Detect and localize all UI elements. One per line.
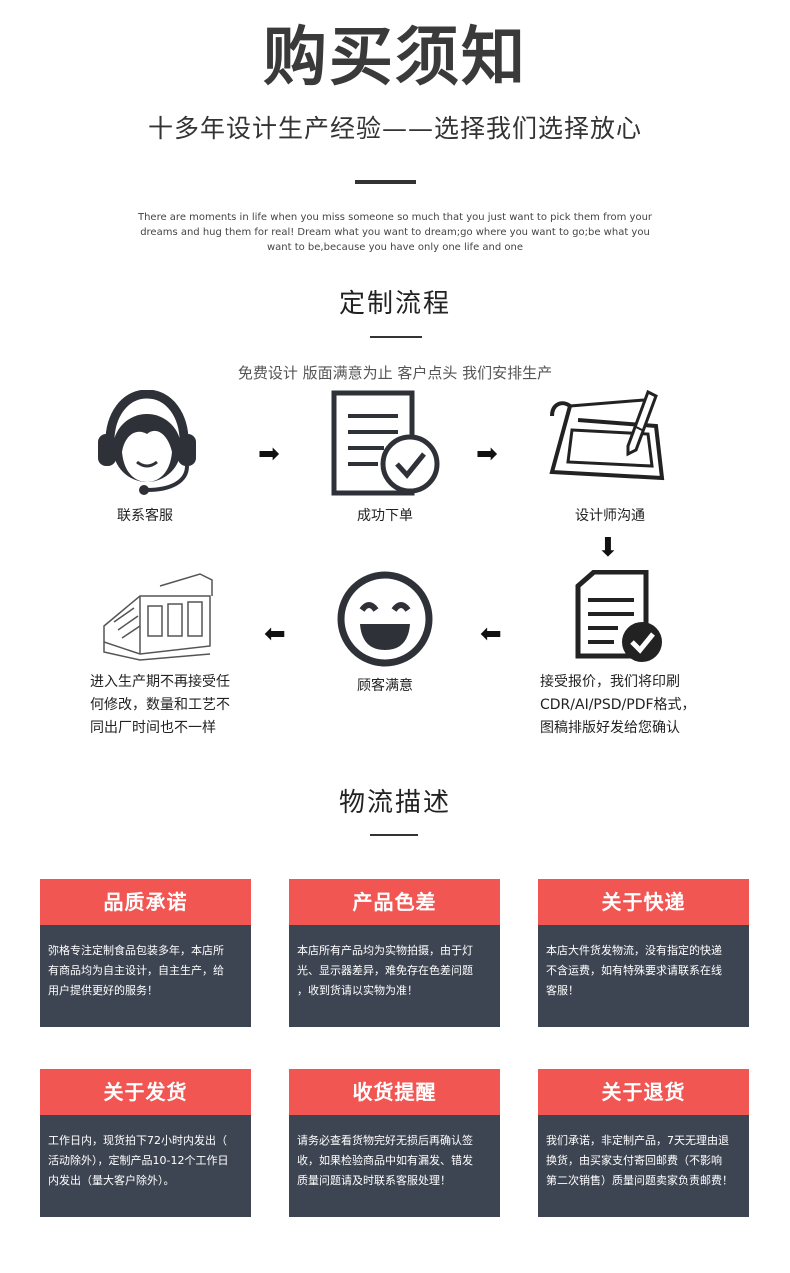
- quote-line: CDR/AI/PSD/PDF格式，: [540, 697, 696, 713]
- card-line: 有商品均为自主设计，自主生产，给: [48, 964, 224, 977]
- card-line: 不含运费，如有特殊要求请联系在线: [546, 964, 722, 977]
- document-check-icon: [328, 390, 442, 498]
- card-title: 关于快递: [538, 879, 749, 925]
- card-line: 质量问题请及时联系客服处理！: [297, 1174, 451, 1187]
- process-section-title: 定制流程: [338, 289, 451, 319]
- step-satisfied-label: 顾客满意: [357, 678, 413, 694]
- card-line: 用户提供更好的服务！: [48, 984, 158, 997]
- production-line: 何修改，数量和工艺不: [90, 697, 230, 713]
- card-line: 光、显示器差异，难免存在色差问题: [297, 964, 473, 977]
- page-subtitle: 十多年设计生产经验——选择我们选择放心: [147, 114, 642, 143]
- card-body: 我们承诺，非定制产品，7天无理由退 换货，由买家支付寄回邮费（不影响 第二次销售…: [538, 1115, 749, 1217]
- card-title: 产品色差: [289, 879, 500, 925]
- card-line: 请务必查看货物完好无损后再确认签: [297, 1134, 473, 1147]
- card-line: 本店大件货发物流，没有指定的快递: [546, 944, 722, 957]
- info-card-quality: 品质承诺 弥格专注定制食品包装多年，本店所 有商品均为自主设计，自主生产，给 用…: [40, 879, 251, 1027]
- info-card-receipt: 收货提醒 请务必查看货物完好无损后再确认签 收，如果检验商品中如有漏发、错发 质…: [289, 1069, 500, 1217]
- info-card-returns: 关于退货 我们承诺，非定制产品，7天无理由退 换货，由买家支付寄回邮费（不影响 …: [538, 1069, 749, 1217]
- card-body: 本店所有产品均为实物拍摄，由于灯 光、显示器差异，难免存在色差问题 ，收到货请以…: [289, 925, 500, 1027]
- document-approved-icon: [574, 569, 666, 666]
- step-production-text: 进入生产期不再接受任 何修改，数量和工艺不 同出厂时间也不一样: [90, 671, 270, 740]
- step-contact-label: 联系客服: [117, 508, 173, 524]
- card-body: 工作日内，现货拍下72小时内发出（ 活动除外），定制产品10-12个工作日 内发…: [40, 1115, 251, 1217]
- intro-line: dreams and hug them for real! Dream what…: [140, 227, 650, 238]
- card-line: 弥格专注定制食品包装多年，本店所: [48, 944, 224, 957]
- card-line: 本店所有产品均为实物拍摄，由于灯: [297, 944, 473, 957]
- step-order-label: 成功下单: [357, 508, 413, 524]
- smiley-face-icon: [336, 570, 434, 668]
- arrow-right-icon: ➡: [258, 439, 280, 469]
- intro-text: There are moments in life when you miss …: [135, 210, 655, 255]
- drawing-tablet-icon: [544, 386, 669, 486]
- title-divider: [355, 180, 416, 184]
- card-line: 客服！: [546, 984, 579, 997]
- card-line: 第二次销售）质量问题卖家负责邮费！: [546, 1174, 733, 1187]
- card-body: 请务必查看货物完好无损后再确认签 收，如果检验商品中如有漏发、错发 质量问题请及…: [289, 1115, 500, 1217]
- card-line: 换货，由买家支付寄回邮费（不影响: [546, 1154, 722, 1167]
- card-title: 关于发货: [40, 1069, 251, 1115]
- arrow-right-icon: ➡: [476, 439, 498, 469]
- info-card-color-difference: 产品色差 本店所有产品均为实物拍摄，由于灯 光、显示器差异，难免存在色差问题 ，…: [289, 879, 500, 1027]
- quote-line: 图稿排版好发给您确认: [540, 720, 680, 736]
- step-quote-text: 接受报价，我们将印刷 CDR/AI/PSD/PDF格式， 图稿排版好发给您确认: [540, 671, 740, 740]
- arrow-down-icon: ⬇: [597, 533, 619, 563]
- card-title: 品质承诺: [40, 879, 251, 925]
- card-line: 工作日内，现货拍下72小时内发出（: [48, 1134, 227, 1147]
- quote-line: 接受报价，我们将印刷: [540, 674, 680, 690]
- card-title: 收货提醒: [289, 1069, 500, 1115]
- logistics-section-title: 物流描述: [338, 788, 451, 818]
- card-title: 关于退货: [538, 1069, 749, 1115]
- card-line: 内发出（量大客户除外）。: [48, 1174, 175, 1187]
- card-line: 收，如果检验商品中如有漏发、错发: [297, 1154, 473, 1167]
- info-card-shipping: 关于发货 工作日内，现货拍下72小时内发出（ 活动除外），定制产品10-12个工…: [40, 1069, 251, 1217]
- card-line: ，收到货请以实物为准！: [297, 984, 418, 997]
- card-line: 活动除外），定制产品10-12个工作日: [48, 1154, 229, 1167]
- page-title: 购买须知: [263, 21, 527, 95]
- logistics-title-underline: [370, 834, 418, 836]
- production-line: 同出厂时间也不一样: [90, 720, 216, 736]
- arrow-left-icon: ⬅: [264, 619, 286, 649]
- arrow-left-icon: ⬅: [480, 619, 502, 649]
- printing-machine-icon: [100, 566, 218, 662]
- intro-line: want to be,because you have only one lif…: [266, 242, 524, 253]
- headset-agent-icon: [92, 389, 202, 500]
- step-design-label: 设计师沟通: [575, 508, 645, 524]
- production-line: 进入生产期不再接受任: [90, 674, 230, 690]
- info-card-express: 关于快递 本店大件货发物流，没有指定的快递 不含运费，如有特殊要求请联系在线 客…: [538, 879, 749, 1027]
- card-body: 弥格专注定制食品包装多年，本店所 有商品均为自主设计，自主生产，给 用户提供更好…: [40, 925, 251, 1027]
- card-line: 我们承诺，非定制产品，7天无理由退: [546, 1134, 729, 1147]
- card-body: 本店大件货发物流，没有指定的快递 不含运费，如有特殊要求请联系在线 客服！: [538, 925, 749, 1027]
- intro-line: There are moments in life when you miss …: [137, 212, 653, 223]
- process-title-underline: [370, 336, 422, 338]
- process-subtitle: 免费设计 版面满意为止 客户点头 我们安排生产: [237, 364, 553, 382]
